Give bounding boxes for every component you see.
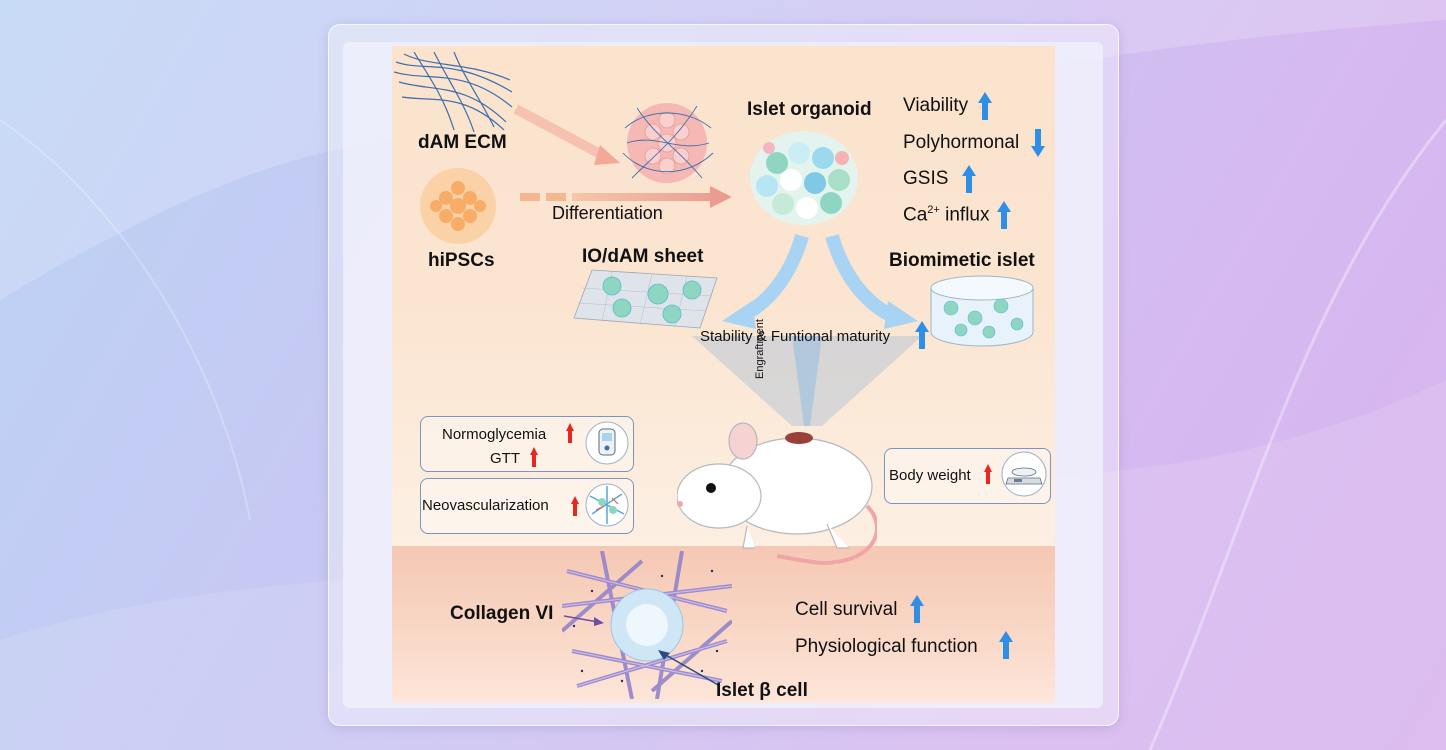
gtt-label: GTT [490, 450, 520, 467]
biomimetic-islet-label: Biomimetic islet [889, 250, 1035, 271]
dam-ecm-fibers-icon [394, 52, 513, 132]
viability-label: Viability [903, 95, 969, 116]
gsis-label: GSIS [903, 168, 949, 189]
split-arrows-icon [722, 233, 918, 329]
neovascularization-label: Neovascularization [422, 497, 549, 514]
ca-superscript: 2+ [927, 204, 940, 216]
viability-up-arrow-icon [978, 92, 992, 120]
polyhormonal-down-arrow-icon [1031, 129, 1045, 157]
normoglycemia-up-arrow-icon [566, 423, 574, 443]
vessel-network-icon [585, 483, 629, 527]
beta-cell-pointer-icon [658, 650, 721, 687]
body-weight-label: Body weight [889, 467, 971, 484]
neovascularization-up-arrow-icon [571, 496, 579, 516]
ca-influx-up-arrow-icon [997, 201, 1011, 229]
collagen-vi-label: Collagen VI [450, 603, 554, 624]
hipscs-cluster-icon [420, 168, 496, 244]
normoglycemia-label: Normoglycemia [442, 426, 547, 443]
collagen-network-icon [562, 551, 732, 699]
graphical-abstract: dAM ECM hiPSCs Differenti [392, 46, 1055, 703]
scale-icon [1001, 451, 1047, 497]
islet-organoid-label: Islet organoid [747, 99, 872, 120]
polyhormonal-label: Polyhormonal [903, 132, 1020, 153]
dam-ecm-label: dAM ECM [418, 132, 507, 153]
engraftment-label: Engraftment [754, 319, 766, 379]
differentiation-label: Differentiation [552, 203, 663, 223]
hipscs-label: hiPSCs [428, 250, 495, 271]
biomimetic-islet-icon [930, 275, 1034, 347]
ecm-arrow-icon [513, 104, 620, 165]
engraftment-funnel-icon [692, 336, 922, 426]
gtt-up-arrow-icon [530, 447, 538, 467]
physiological-function-up-arrow-icon [999, 631, 1013, 659]
influx-text: influx [939, 204, 990, 226]
bottom-section [392, 546, 1055, 703]
cell-survival-up-arrow-icon [910, 595, 924, 623]
islet-organoid-icon [750, 131, 858, 225]
ca-influx-label: Ca2+ influx [903, 204, 989, 226]
glucometer-icon [585, 421, 629, 465]
gsis-up-arrow-icon [962, 165, 976, 193]
io-dam-sheet-label: IO/dAM sheet [582, 246, 704, 267]
body-weight-up-arrow-icon [984, 464, 992, 484]
islet-beta-cell-label: Islet β cell [716, 680, 808, 701]
mouse-icon [677, 422, 877, 566]
ecm-sphere-icon [622, 103, 714, 183]
stability-up-arrow-icon [915, 321, 929, 349]
collagen-pointer-icon [564, 615, 604, 626]
physiological-function-label: Physiological function [795, 636, 978, 657]
ca-text: Ca [903, 204, 928, 226]
stability-label: Stability & Funtional maturity [700, 328, 891, 345]
io-dam-sheet-icon [573, 269, 718, 329]
cell-survival-label: Cell survival [795, 599, 898, 620]
differentiation-arrow-icon [520, 186, 732, 208]
